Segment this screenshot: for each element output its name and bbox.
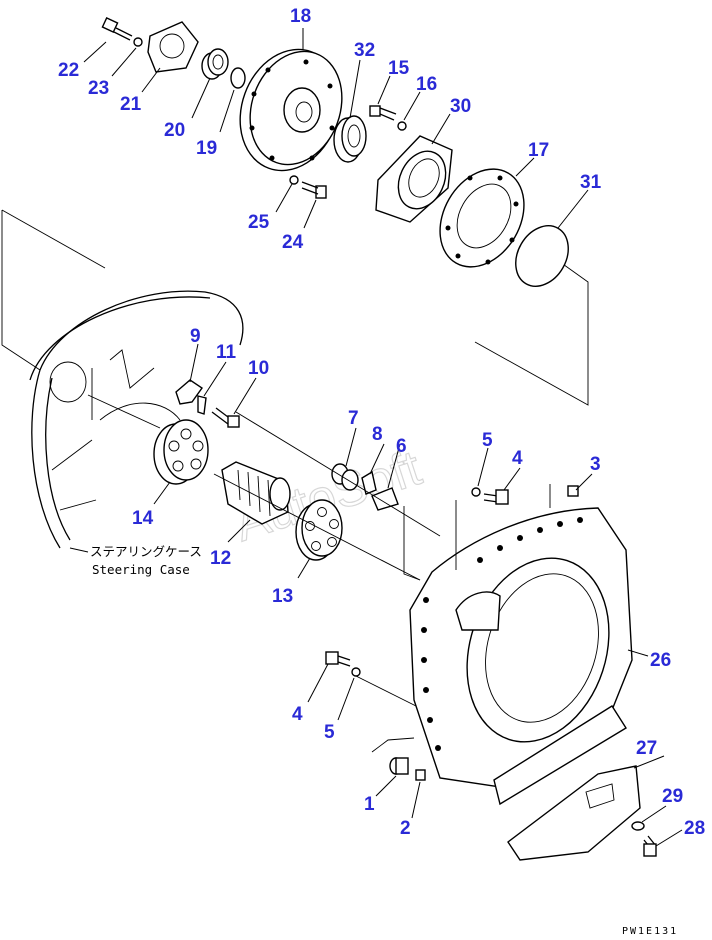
callout-29: 29 <box>662 786 683 807</box>
gear-housing-26 <box>409 507 633 806</box>
callout-4-lower: 4 <box>292 704 303 725</box>
bolt-4-upper <box>483 489 509 505</box>
housing-30 <box>375 135 453 223</box>
callout-labels: 22 23 21 20 19 18 32 15 16 30 17 31 25 2… <box>58 6 705 839</box>
plug-2 <box>415 769 426 781</box>
bracket-27 <box>507 765 641 861</box>
callout-19: 19 <box>196 138 217 159</box>
callout-2: 2 <box>400 818 411 839</box>
washer-23 <box>133 37 143 47</box>
callout-27: 27 <box>636 738 657 759</box>
callout-13: 13 <box>272 586 293 607</box>
washer-25 <box>289 175 299 185</box>
ring-plate-17 <box>439 168 525 268</box>
callout-32: 32 <box>354 40 375 61</box>
callout-11: 11 <box>216 342 237 363</box>
callout-17: 17 <box>528 140 549 161</box>
callout-18: 18 <box>290 6 311 27</box>
callout-30: 30 <box>450 96 471 117</box>
washer-5-lower <box>351 667 361 677</box>
callout-9: 9 <box>190 326 201 347</box>
pin-11 <box>197 395 207 415</box>
flange-plate-18 <box>239 48 343 172</box>
callout-7: 7 <box>348 408 359 429</box>
caption-leader <box>69 547 89 553</box>
oring-31 <box>515 225 569 287</box>
callout-20: 20 <box>164 120 185 141</box>
callout-5-lower: 5 <box>324 722 335 743</box>
bolt-4-lower <box>325 651 351 667</box>
washer-29 <box>631 821 645 831</box>
washer-16 <box>397 121 407 131</box>
callout-14: 14 <box>132 508 154 529</box>
bolt-22 <box>101 17 133 41</box>
bolt-24 <box>301 181 327 199</box>
retainer-7 <box>331 463 359 491</box>
bolt-15 <box>369 105 397 121</box>
plate-6 <box>371 487 399 511</box>
callout-15: 15 <box>388 58 410 79</box>
caption-japanese: ステアリングケース <box>90 544 202 559</box>
steering-case-outline <box>1 209 244 549</box>
callout-25: 25 <box>248 212 270 233</box>
bearing-20 <box>201 48 229 80</box>
bearing-14 <box>153 419 209 485</box>
callout-8: 8 <box>372 424 383 445</box>
assembly-lines <box>213 411 551 753</box>
washer-5-upper <box>471 487 481 497</box>
bracket-9 <box>175 379 203 405</box>
plug-3 <box>567 485 579 497</box>
callout-12: 12 <box>210 548 231 569</box>
callout-22: 22 <box>58 60 79 81</box>
callout-28: 28 <box>684 818 705 839</box>
phantom-outline-right <box>474 261 589 406</box>
callout-31: 31 <box>580 172 602 193</box>
oring-19 <box>230 67 246 89</box>
callout-26: 26 <box>650 650 671 671</box>
bolt-28 <box>643 835 657 857</box>
callout-4-upper: 4 <box>512 448 523 469</box>
gasket-plate-21 <box>147 21 199 73</box>
callout-5-upper: 5 <box>482 430 493 451</box>
callout-24: 24 <box>282 232 304 253</box>
callout-10: 10 <box>248 358 269 379</box>
pin-1 <box>389 757 409 775</box>
callout-23: 23 <box>88 78 109 99</box>
bolt-10 <box>211 407 240 428</box>
callout-leaders <box>83 28 683 847</box>
drawing-code: PW1E131 <box>622 926 678 937</box>
callout-21: 21 <box>120 94 142 115</box>
seal-32 <box>333 115 367 163</box>
bearing-13 <box>295 499 343 561</box>
callout-1: 1 <box>364 794 375 815</box>
callout-16: 16 <box>416 74 437 95</box>
callout-6: 6 <box>396 436 407 457</box>
caption-english: Steering Case <box>92 562 190 577</box>
clip-8 <box>361 470 377 495</box>
callout-3: 3 <box>590 454 601 475</box>
